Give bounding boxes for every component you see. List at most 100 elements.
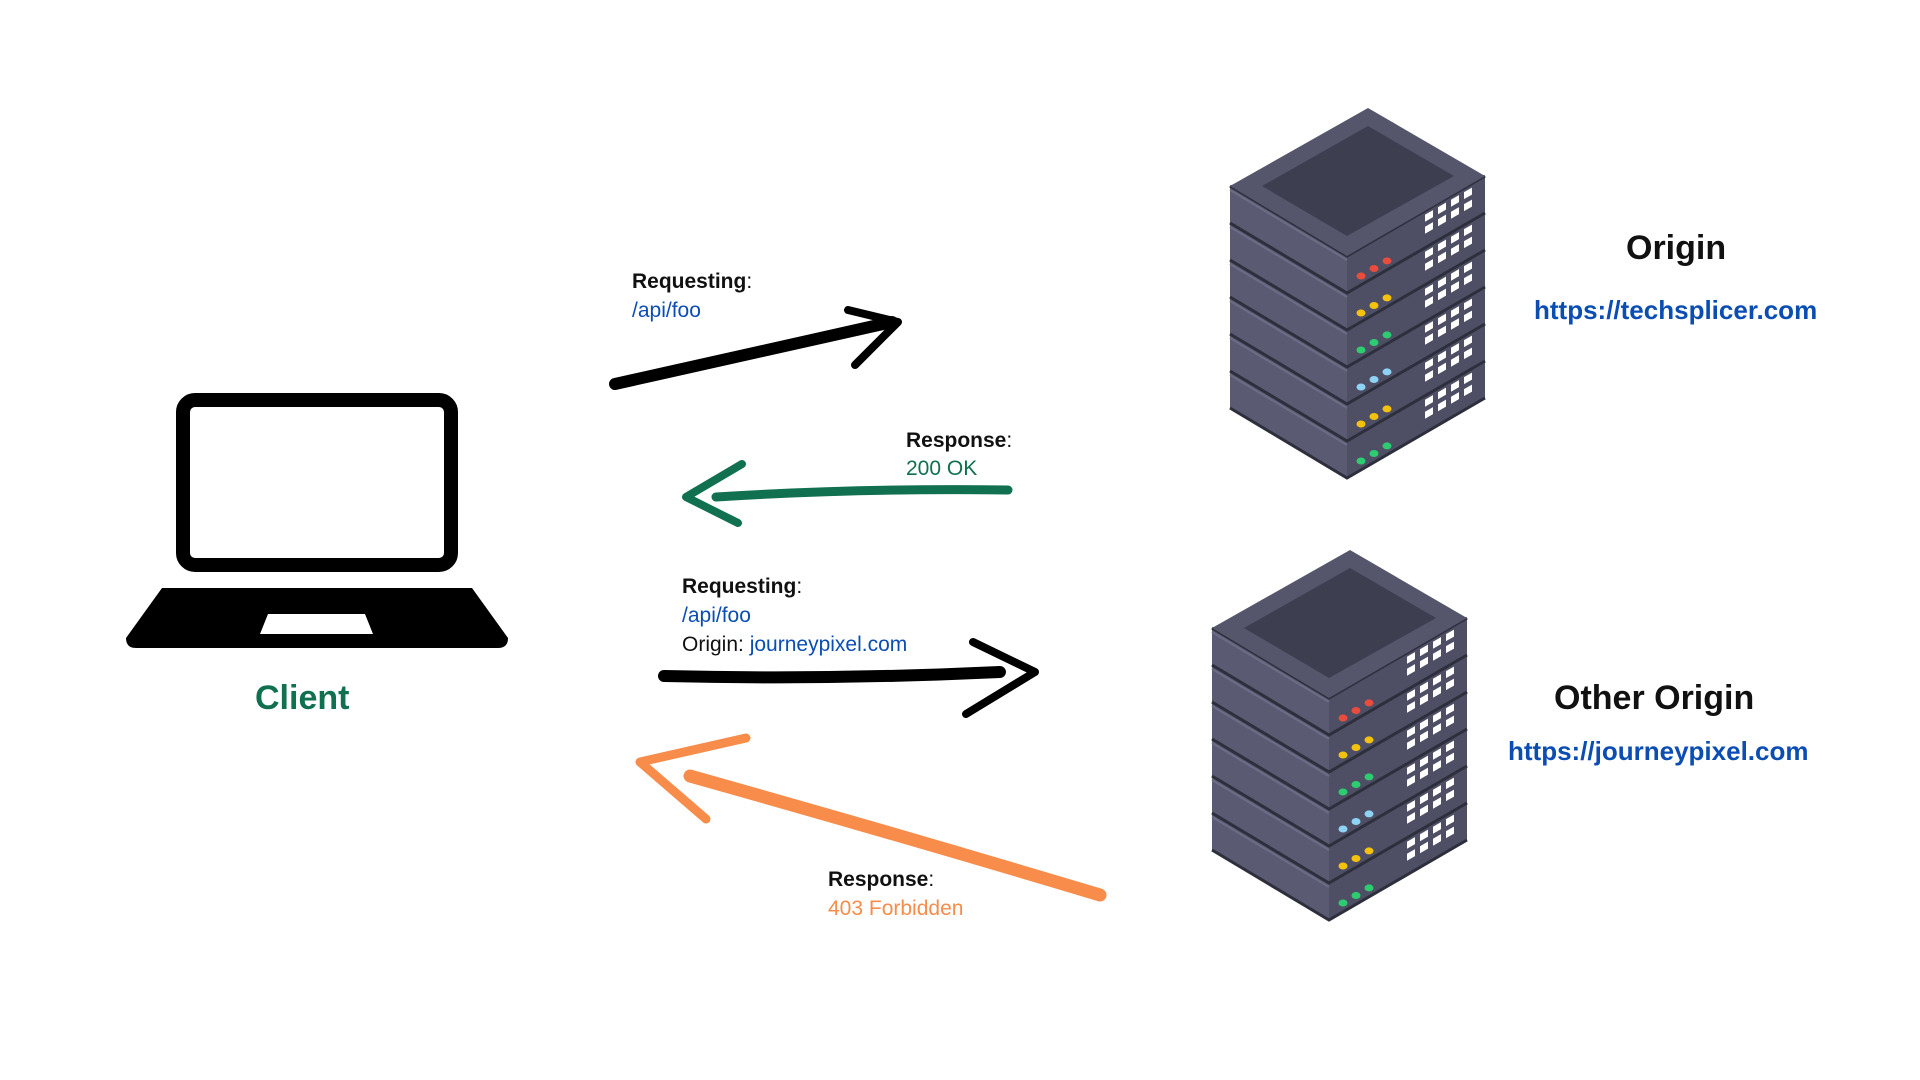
status-led-icon [1338, 714, 1348, 722]
status-led-icon [1338, 751, 1348, 759]
rack-unit-divider [1229, 211, 1486, 295]
flow3-origin-value: journeypixel.com [749, 633, 908, 656]
vent-slot [1446, 777, 1454, 790]
vent-slot [1451, 195, 1459, 207]
status-led-icon [1364, 847, 1374, 855]
status-led-icon [1382, 294, 1392, 302]
rack-unit-edge [1229, 226, 1348, 298]
vent-slot [1433, 637, 1441, 649]
vent-slot [1438, 251, 1446, 264]
rack-unit-divider [1211, 727, 1468, 811]
status-led-icon [1382, 405, 1392, 413]
vent-slot [1433, 748, 1441, 760]
vent-slot [1438, 313, 1446, 326]
vent-slot [1438, 214, 1446, 227]
vent-slot [1420, 656, 1428, 669]
status-led-icon [1351, 706, 1361, 714]
vent-slot [1407, 652, 1415, 664]
vent-slot [1451, 207, 1459, 219]
vent-slot [1451, 306, 1459, 318]
rack-unit-divider [1229, 285, 1486, 369]
vent-slot [1433, 686, 1441, 698]
status-led-icon [1356, 420, 1366, 428]
vent-slot [1420, 804, 1428, 817]
vent-slot [1451, 318, 1459, 330]
origin-url[interactable]: https://techsplicer.com [1534, 295, 1818, 325]
vent-slot [1425, 284, 1433, 296]
vent-slot [1407, 775, 1415, 787]
flow1-label-text: Requesting [632, 270, 747, 293]
status-led-icon [1382, 442, 1392, 450]
vent-slot [1407, 800, 1415, 812]
rack-unit-divider [1211, 764, 1468, 848]
rack-top-panel [1262, 126, 1454, 236]
status-led-icon [1338, 788, 1348, 796]
vent-slot [1407, 701, 1415, 713]
response-arrow-200 [682, 460, 1013, 527]
vent-slot [1420, 718, 1428, 731]
vent-slot [1433, 711, 1441, 723]
vent-slot [1425, 407, 1433, 419]
response-arrow-403 [635, 733, 1107, 902]
vent-slot [1451, 244, 1459, 256]
flow3-label: Requesting: [682, 575, 802, 599]
vent-slot [1464, 236, 1472, 249]
vent-slot [1425, 358, 1433, 370]
flow4-label: Response: [828, 868, 934, 892]
vent-slot [1425, 210, 1433, 222]
status-led-icon [1338, 899, 1348, 907]
status-led-icon [1351, 743, 1361, 751]
vent-slot [1451, 343, 1459, 355]
rack-unit-edge [1211, 631, 1330, 703]
status-led-icon [1351, 854, 1361, 862]
rack-base [1229, 396, 1486, 480]
status-led-icon [1364, 773, 1374, 781]
vent-slot [1433, 834, 1441, 846]
vent-slot [1425, 222, 1433, 234]
vent-slot [1451, 355, 1459, 367]
vent-slot [1433, 760, 1441, 772]
other-origin-url[interactable]: https://journeypixel.com [1508, 736, 1809, 766]
flow3-label-text: Requesting [682, 575, 797, 598]
vent-slot [1464, 384, 1472, 397]
vent-slot [1433, 674, 1441, 686]
vent-slot [1464, 335, 1472, 348]
flow1-colon: : [746, 270, 753, 293]
vent-slot [1425, 333, 1433, 345]
vent-slot [1420, 841, 1428, 854]
vent-slot [1446, 629, 1454, 642]
status-led-icon [1364, 736, 1374, 744]
vent-slot [1420, 644, 1428, 657]
laptop-icon [126, 393, 508, 648]
flow2-status: 200 OK [906, 457, 978, 480]
vent-slot [1438, 362, 1446, 375]
vent-slot [1438, 239, 1446, 252]
vent-slot [1464, 298, 1472, 311]
rack-unit-divider [1229, 322, 1486, 406]
vent-slot [1464, 224, 1472, 237]
vent-slot [1407, 726, 1415, 738]
vent-slot [1420, 693, 1428, 706]
other-origin-server-icon [1211, 550, 1468, 922]
vent-slot [1438, 325, 1446, 338]
flow4-status: 403 Forbidden [828, 897, 964, 920]
vent-slot [1433, 649, 1441, 661]
status-led-icon [1356, 383, 1366, 391]
request-arrow-origin [609, 306, 902, 390]
vent-slot [1407, 812, 1415, 824]
vent-slot [1446, 666, 1454, 679]
vent-slot [1464, 310, 1472, 323]
flow3-origin-key: Origin: [682, 633, 744, 656]
vent-slot [1425, 259, 1433, 271]
rack-unit-edge [1229, 337, 1348, 409]
vent-slot [1464, 347, 1472, 360]
vent-slot [1446, 752, 1454, 765]
status-led-icon [1351, 891, 1361, 899]
status-led-icon [1369, 264, 1379, 272]
rack-unit-divider [1229, 248, 1486, 332]
client-label: Client [255, 679, 350, 717]
rack-unit-edge [1229, 300, 1348, 372]
status-led-icon [1369, 338, 1379, 346]
flow3-colon: : [796, 575, 803, 598]
